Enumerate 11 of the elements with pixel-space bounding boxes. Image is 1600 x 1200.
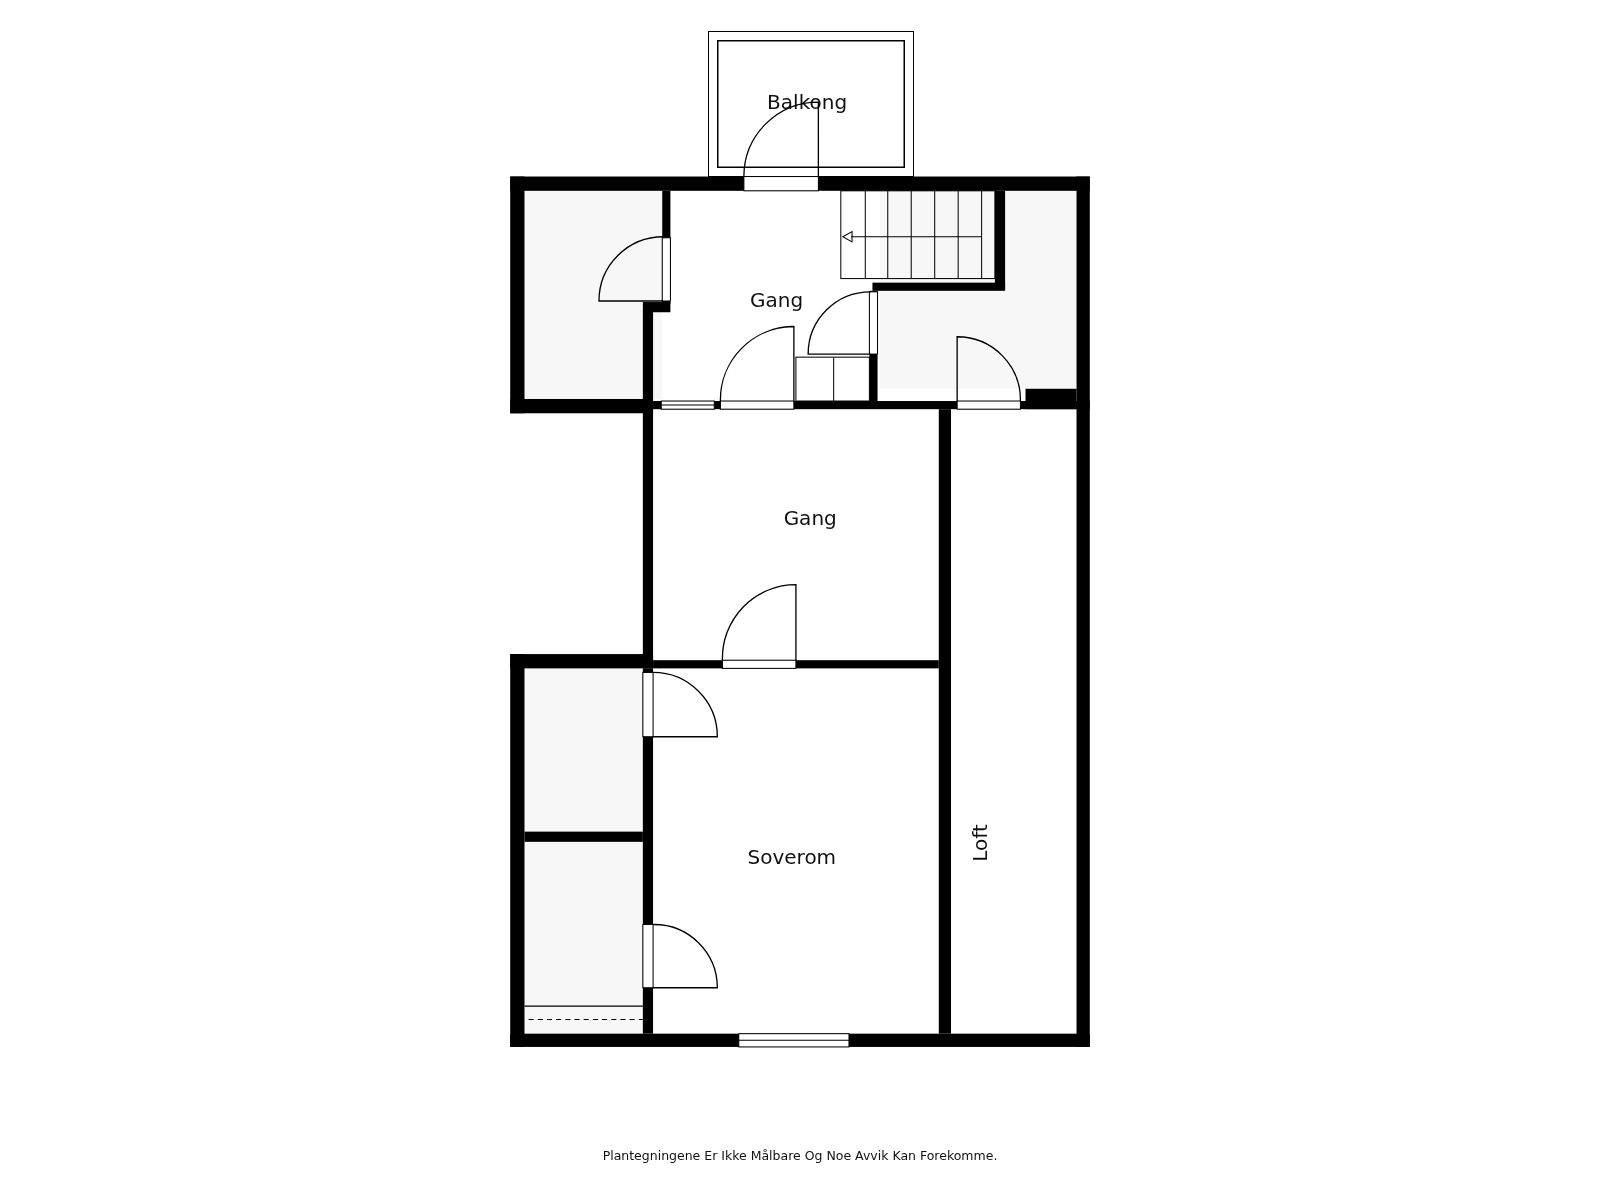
room-label: Loft bbox=[967, 824, 992, 862]
storage-room bbox=[879, 190, 1077, 389]
storage-room bbox=[524, 668, 643, 832]
room-label: Soverom bbox=[747, 845, 837, 870]
balcony-outline bbox=[708, 30, 915, 177]
room-label: Balkong bbox=[767, 90, 848, 114]
room-label: Gang bbox=[783, 506, 837, 531]
room-label: Gang bbox=[749, 288, 804, 312]
storage-room bbox=[524, 841, 643, 1034]
caption: Plantegningene Er Ikke Målbare Og Noe Avvik Kan Forekomme. bbox=[602, 1148, 998, 1163]
storage-room bbox=[524, 190, 663, 399]
